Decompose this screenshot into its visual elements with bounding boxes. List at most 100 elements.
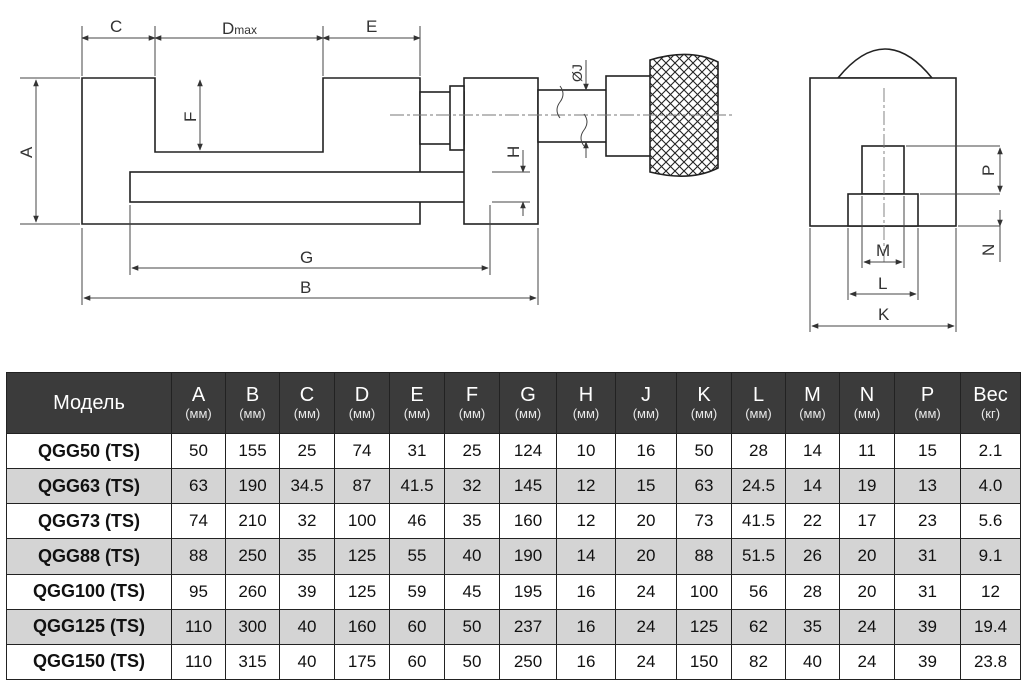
value-cell: 50 xyxy=(676,432,732,470)
value-cell: 14 xyxy=(785,468,840,505)
value-cell: 39 xyxy=(894,643,961,681)
column-header-1: A(мм) xyxy=(171,372,226,434)
value-cell: 32 xyxy=(279,503,335,540)
dim-label-f: F xyxy=(181,112,200,122)
value-cell: 35 xyxy=(444,503,500,540)
end-view-key-base xyxy=(847,193,919,227)
value-cell: 12 xyxy=(556,503,616,540)
value-cell: 16 xyxy=(556,643,616,681)
value-cell: 74 xyxy=(171,503,226,540)
value-cell: 95 xyxy=(171,573,226,610)
value-cell: 300 xyxy=(225,608,280,645)
value-cell: 160 xyxy=(334,608,390,645)
column-header-9: J(мм) xyxy=(615,372,677,434)
column-header-unit: (мм) xyxy=(799,406,826,421)
column-header-label: A xyxy=(191,384,206,406)
dim-label-j: ØJ xyxy=(569,64,585,82)
dim-label-k: K xyxy=(878,305,890,324)
vise-technical-drawing: C Dmax E A F H ØJ G B P N M xyxy=(17,17,1003,332)
value-cell: 16 xyxy=(556,573,616,610)
column-header-label: F xyxy=(465,384,479,406)
value-cell: 15 xyxy=(894,432,961,470)
column-header-6: F(мм) xyxy=(444,372,500,434)
end-view-knob-dome xyxy=(836,48,934,79)
column-header-13: N(мм) xyxy=(839,372,895,434)
screw-collar xyxy=(449,85,465,151)
value-cell: 9.1 xyxy=(960,538,1021,575)
value-cell: 124 xyxy=(499,432,557,470)
value-cell: 190 xyxy=(225,468,280,505)
value-cell: 160 xyxy=(499,503,557,540)
value-cell: 100 xyxy=(676,573,732,610)
value-cell: 40 xyxy=(279,643,335,681)
column-header-unit: (мм) xyxy=(572,406,600,421)
side-view: C Dmax E A F H ØJ G B xyxy=(17,17,732,305)
dim-label-d-sub: max xyxy=(234,23,257,37)
column-header-label: H xyxy=(578,384,594,406)
value-cell: 110 xyxy=(171,643,226,681)
value-cell: 22 xyxy=(785,503,840,540)
column-header-label: Вес xyxy=(973,384,1008,406)
value-cell: 15 xyxy=(615,468,677,505)
column-header-7: G(мм) xyxy=(499,372,557,434)
movable-block xyxy=(463,77,539,225)
value-cell: 25 xyxy=(444,432,500,470)
screw-shaft xyxy=(537,89,609,143)
dim-label-a: A xyxy=(17,146,36,158)
value-cell: 88 xyxy=(676,538,732,575)
value-cell: 5.6 xyxy=(960,503,1021,540)
value-cell: 20 xyxy=(615,503,677,540)
value-cell: 45 xyxy=(444,573,500,610)
value-cell: 46 xyxy=(389,503,445,540)
value-cell: 260 xyxy=(225,573,280,610)
column-header-label: M xyxy=(804,384,821,406)
column-header-unit: (мм) xyxy=(185,406,212,421)
column-header-label: E xyxy=(410,384,424,406)
value-cell: 32 xyxy=(444,468,500,505)
dim-label-c: C xyxy=(110,17,122,36)
value-cell: 237 xyxy=(499,608,557,645)
model-cell: QGG150 (TS) xyxy=(6,643,172,681)
column-header-4: D(мм) xyxy=(334,372,390,434)
value-cell: 40 xyxy=(444,538,500,575)
dim-label-e: E xyxy=(366,17,377,36)
value-cell: 63 xyxy=(171,468,226,505)
value-cell: 14 xyxy=(556,538,616,575)
model-cell: QGG125 (TS) xyxy=(6,608,172,645)
column-header-unit: (мм) xyxy=(690,406,718,421)
value-cell: 20 xyxy=(839,538,895,575)
column-header-10: K(мм) xyxy=(676,372,732,434)
value-cell: 4.0 xyxy=(960,468,1021,505)
column-header-label: P xyxy=(920,384,935,406)
value-cell: 31 xyxy=(389,432,445,470)
value-cell: 73 xyxy=(676,503,732,540)
value-cell: 23.8 xyxy=(960,643,1021,681)
value-cell: 26 xyxy=(785,538,840,575)
dim-label-d: Dmax xyxy=(222,19,257,38)
column-header-label: N xyxy=(859,384,875,406)
model-cell: QGG88 (TS) xyxy=(6,538,172,575)
value-cell: 41.5 xyxy=(731,503,786,540)
value-cell: 35 xyxy=(785,608,840,645)
column-header-unit: (мм) xyxy=(293,406,321,421)
value-cell: 51.5 xyxy=(731,538,786,575)
value-cell: 87 xyxy=(334,468,390,505)
value-cell: 150 xyxy=(676,643,732,681)
end-view: P N M L K xyxy=(809,48,1003,332)
knob-hub xyxy=(605,75,655,157)
column-header-unit: (мм) xyxy=(514,406,542,421)
value-cell: 16 xyxy=(615,432,677,470)
guide-slot xyxy=(129,171,491,203)
value-cell: 315 xyxy=(225,643,280,681)
column-header-5: E(мм) xyxy=(389,372,445,434)
value-cell: 28 xyxy=(785,573,840,610)
value-cell: 210 xyxy=(225,503,280,540)
column-header-3: C(мм) xyxy=(279,372,335,434)
column-header-label: K xyxy=(697,384,711,406)
model-cell: QGG63 (TS) xyxy=(6,468,172,505)
column-header-label: B xyxy=(245,384,260,406)
